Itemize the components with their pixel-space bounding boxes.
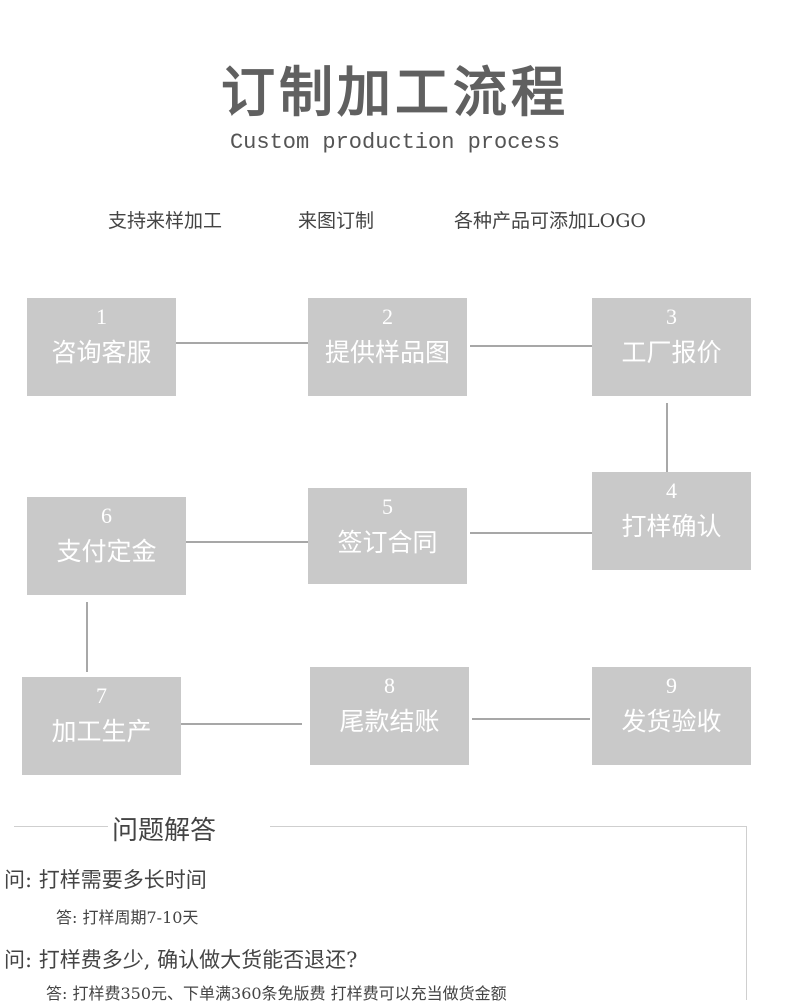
step-number: 4 (666, 478, 677, 503)
page-title: 订制加工流程 (221, 60, 569, 124)
faq-divider-right (270, 826, 747, 827)
step-5-sign-contract: 5 签订合同 (308, 488, 467, 584)
step-label: 发货验收 (621, 707, 722, 736)
faq-question: 问: 打样需要多长时间 (4, 868, 207, 892)
step-number: 9 (666, 673, 677, 698)
step-label: 加工生产 (51, 717, 152, 746)
step-number: 1 (96, 304, 107, 329)
step-3-factory-quote: 3 工厂报价 (592, 298, 751, 396)
step-label: 工厂报价 (621, 338, 722, 367)
page-subtitle: Custom production process (229, 130, 561, 155)
faq-heading: 问题解答 (108, 810, 221, 847)
faq-question: 问: 打样费多少, 确认做大货能否退还? (4, 948, 358, 972)
step-label: 支付定金 (56, 537, 157, 566)
step-number: 5 (382, 494, 393, 519)
step-2-provide-sample: 2 提供样品图 (308, 298, 467, 396)
step-label: 签订合同 (337, 528, 438, 557)
step-number: 3 (666, 304, 677, 329)
step-number: 7 (96, 683, 107, 708)
step-7-production: 7 加工生产 (22, 677, 181, 775)
faq-divider-left (14, 826, 110, 827)
step-number: 2 (382, 304, 393, 329)
faq-answer: 答: 打样周期7-10天 (56, 908, 199, 927)
step-label: 提供样品图 (324, 338, 450, 367)
step-1-consult: 1 咨询客服 (27, 298, 176, 396)
step-label: 咨询客服 (51, 338, 152, 367)
step-number: 6 (101, 503, 112, 528)
step-label: 打样确认 (621, 512, 722, 541)
feature-custom-drawing: 来图订制 (298, 210, 375, 232)
step-9-delivery: 9 发货验收 (592, 667, 751, 765)
step-number: 8 (384, 673, 395, 698)
step-8-final-payment: 8 尾款结账 (310, 667, 469, 765)
step-4-sample-confirm: 4 打样确认 (592, 472, 751, 570)
step-6-pay-deposit: 6 支付定金 (27, 497, 186, 595)
faq-answer: 答: 打样费350元、下单满360条免版费 打样费可以充当做货金额 (46, 984, 507, 1003)
feature-add-logo: 各种产品可添加LOGO (454, 210, 646, 232)
faq-border-right (746, 826, 747, 1000)
step-label: 尾款结账 (339, 707, 440, 736)
feature-custom-sample: 支持来样加工 (108, 210, 223, 232)
